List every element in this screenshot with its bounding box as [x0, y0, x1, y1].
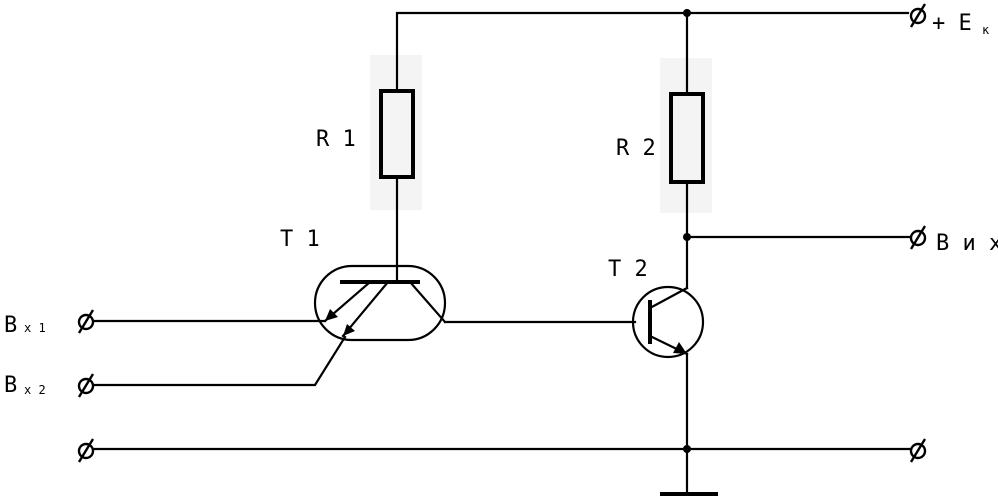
- t2-emitter-arrow: [673, 342, 687, 354]
- node-output: [683, 233, 691, 241]
- label-supply: + E: [932, 11, 972, 36]
- t1-emitter2-arrow: [343, 324, 355, 336]
- transistor-t1-body: [313, 264, 447, 342]
- terminal-input2: [77, 373, 95, 398]
- t2-collector-lead: [648, 286, 689, 310]
- label-input1-sub: х 1: [24, 321, 46, 335]
- input2-wire: [90, 335, 347, 387]
- node-supply: [683, 9, 691, 17]
- terminal-input1: [77, 309, 95, 334]
- node-ground: [683, 445, 691, 453]
- t1-emitter2: [341, 280, 390, 338]
- label-input2: В: [4, 373, 17, 398]
- label-r2: R 2: [616, 136, 656, 161]
- label-t1: T 1: [280, 227, 320, 252]
- terminal-ground-left: [77, 438, 95, 463]
- label-t2: T 2: [608, 257, 648, 282]
- t1-collector-lead: [408, 280, 447, 324]
- supply-rail: [395, 11, 910, 90]
- terminal-ground-right: [909, 438, 927, 463]
- label-supply-sub: к: [982, 23, 990, 37]
- t1-emitter1-arrow: [325, 309, 338, 321]
- terminal-output: [909, 225, 927, 250]
- terminal-supply: [909, 3, 927, 28]
- transistor-t2-body: [631, 285, 705, 359]
- label-output: В и х: [936, 231, 998, 256]
- label-input1: В: [4, 313, 17, 338]
- label-input2-sub: х 2: [24, 383, 46, 397]
- label-r1: R 1: [316, 127, 356, 152]
